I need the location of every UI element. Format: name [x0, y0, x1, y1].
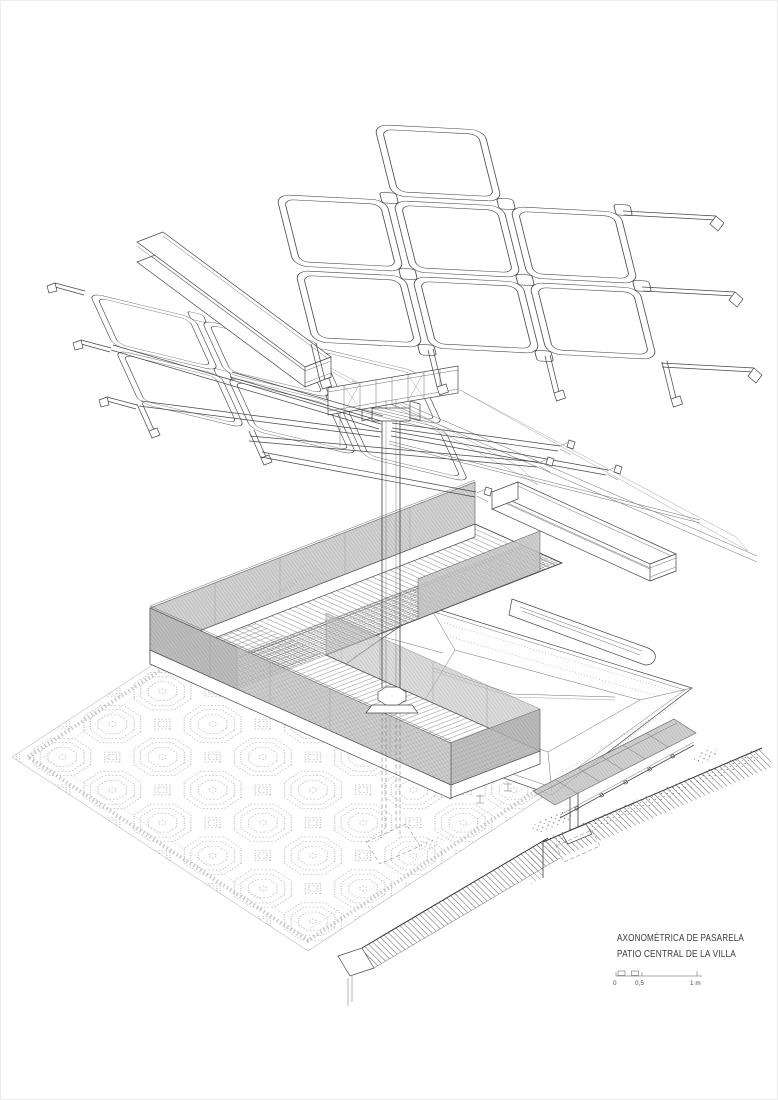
column-hidden-footing	[365, 705, 421, 865]
steel-mast-column	[361, 400, 421, 865]
canopy-struts	[110, 344, 701, 524]
bridge-landing	[532, 718, 697, 863]
title-block: AXONOMÉTRICA DE PASARELA PATIO CENTRAL D…	[617, 931, 744, 960]
bridge-i-post	[555, 788, 601, 863]
patio-curb-slab	[508, 598, 656, 666]
i-beam-top-left	[136, 231, 332, 388]
courtyard-step	[337, 947, 375, 977]
scale-bar: 0 0,5 1 m	[613, 970, 702, 987]
title-line-1: AXONOMÉTRICA DE PASARELA	[617, 931, 744, 944]
walkway-pasarela	[148, 479, 564, 804]
column-base-plinth	[377, 686, 407, 706]
mesh-railing-sw	[149, 605, 452, 786]
title-line-2: PATIO CENTRAL DE LA VILLA	[617, 949, 736, 960]
section-cut-wall-left	[337, 837, 561, 1006]
scale-label-one: 1 m	[690, 980, 701, 987]
i-beam-right-floating	[491, 481, 677, 582]
scale-label-zero: 0	[613, 980, 617, 987]
deck-support-bracket	[476, 782, 512, 804]
truss-girder	[327, 365, 459, 416]
bridge-rail-clips	[574, 753, 676, 811]
gravel-strip	[552, 749, 761, 846]
scale-label-half: 0,5	[635, 980, 644, 987]
canopy-right-wing	[277, 124, 763, 408]
tube-end-hooks	[310, 210, 763, 408]
